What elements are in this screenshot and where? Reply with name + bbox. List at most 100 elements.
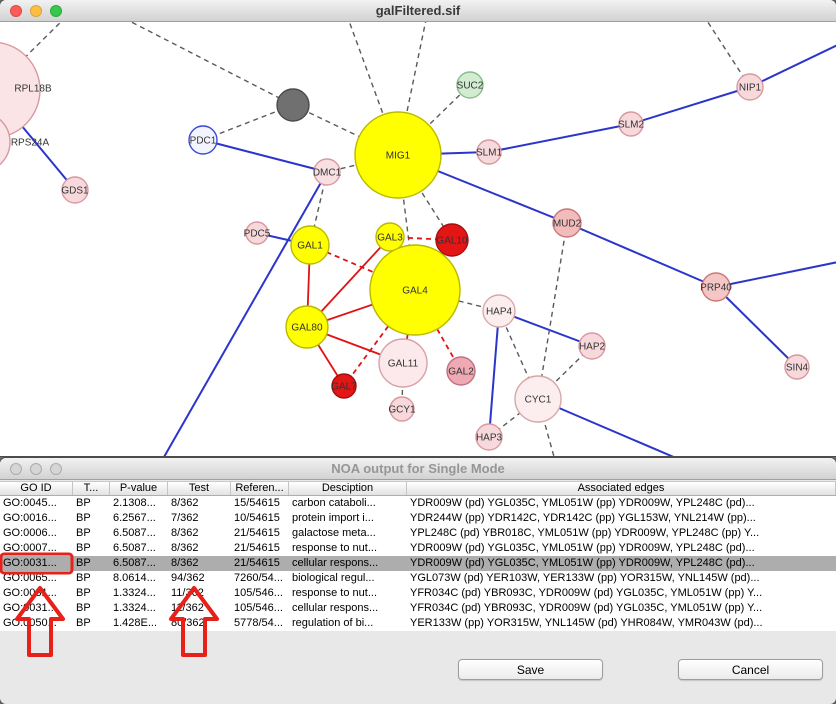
graph-edge-mud2-prp40[interactable] (567, 223, 716, 287)
table-row-3[interactable]: GO:0007...BP6.5087...8/36221/54615respon… (0, 541, 836, 556)
table-cell: 8/362 (168, 526, 231, 541)
graph-node-label-pdc1: PDC1 (190, 136, 217, 147)
table-cell: YDR009W (pd) YGL035C, YML051W (pp) YDR00… (407, 541, 836, 556)
table-cell: galactose meta... (289, 526, 407, 541)
table-cell: 21/54615 (231, 541, 289, 556)
graph-edge-hap4-hap3[interactable] (489, 311, 499, 437)
table-cell: BP (73, 541, 110, 556)
noa-results-table: GO IDT...P-valueTestReferen...Desciption… (0, 481, 836, 631)
table-cell: 2.1308... (110, 496, 168, 511)
table-cell: YFR034C (pd) YBR093C, YDR009W (pd) YGL03… (407, 601, 836, 616)
graph-edge-slm2-nip1[interactable] (631, 87, 750, 124)
graph-edge-t1-gray1[interactable] (108, 22, 293, 105)
table-cell: 7260/54... (231, 571, 289, 586)
graph-node-label-gal4: GAL4 (402, 286, 428, 297)
column-header-go-id[interactable]: GO ID (0, 482, 73, 495)
table-cell: BP (73, 571, 110, 586)
table-cell: 15/54615 (231, 496, 289, 511)
network-canvas[interactable]: RPL18BRPS24AGDS1PDC1DMC1MIG1SUC2SLM1SLM2… (0, 22, 836, 456)
table-cell: regulation of bi... (289, 616, 407, 631)
table-row-1[interactable]: GO:0016...BP6.2567...7/36210/54615protei… (0, 511, 836, 526)
table-cell: cellular respons... (289, 556, 407, 571)
noa-window-title: NOA output for Single Mode (0, 461, 836, 476)
table-cell: 80/362 (168, 616, 231, 631)
table-cell: GO:0045... (0, 496, 73, 511)
graph-node-label-mud2: MUD2 (553, 219, 582, 230)
graph-edge-prp40-r2a[interactable] (716, 260, 836, 287)
graph-node-label-gal80: GAL80 (291, 323, 323, 334)
table-cell: BP (73, 496, 110, 511)
graph-node-label-gal3: GAL3 (377, 233, 403, 244)
table-cell: 6.5087... (110, 556, 168, 571)
table-cell: cellular respons... (289, 601, 407, 616)
table-cell: 6.2567... (110, 511, 168, 526)
table-row-8[interactable]: GO:0050...BP1.428E...80/3625778/54...reg… (0, 616, 836, 631)
graph-node-label-pdc5: PDC5 (244, 229, 271, 240)
table-cell: 105/546... (231, 601, 289, 616)
column-header-test[interactable]: Test (168, 482, 231, 495)
table-cell: 21/54615 (231, 526, 289, 541)
table-cell: BP (73, 601, 110, 616)
graph-edge-slm1-slm2[interactable] (489, 124, 631, 152)
graph-node-label-gal1: GAL1 (297, 241, 323, 252)
graph-node-label-gcy1: GCY1 (388, 405, 416, 416)
column-header-t[interactable]: T... (73, 482, 110, 495)
network-graph[interactable]: RPL18BRPS24AGDS1PDC1DMC1MIG1SUC2SLM1SLM2… (0, 22, 836, 456)
graph-edge-prp40-sin4[interactable] (716, 287, 797, 367)
column-header-desciption[interactable]: Desciption (289, 482, 407, 495)
table-row-4[interactable]: GO:0031...BP6.5087...8/36221/54615cellul… (0, 556, 836, 571)
table-cell: 5778/54... (231, 616, 289, 631)
save-button[interactable]: Save (458, 659, 603, 680)
graph-node-label-prp40: PRP40 (700, 283, 732, 294)
graph-node-label-suc2: SUC2 (457, 81, 484, 92)
table-cell: 8/362 (168, 541, 231, 556)
table-cell: GO:0007... (0, 541, 73, 556)
table-row-6[interactable]: GO:0031...BP1.3324...11/362105/546...res… (0, 586, 836, 601)
graph-node-label-gal7: GAL7 (331, 382, 357, 393)
table-cell: YFR034C (pd) YBR093C, YDR009W (pd) YGL03… (407, 586, 836, 601)
network-window: galFiltered.sif RPL18BRPS24AGDS1PDC1DMC1… (0, 0, 836, 456)
table-cell: YDR244W (pp) YDR142C, YDR142C (pp) YGL15… (407, 511, 836, 526)
table-cell: BP (73, 616, 110, 631)
graph-edge-pdc1-dmc1[interactable] (203, 140, 327, 172)
table-cell: 1.428E... (110, 616, 168, 631)
cancel-button[interactable]: Cancel (678, 659, 823, 680)
table-row-2[interactable]: GO:0006...BP6.5087...8/36221/54615galact… (0, 526, 836, 541)
graph-edge-mud2-cyc1[interactable] (538, 223, 567, 399)
table-cell: GO:0006... (0, 526, 73, 541)
table-cell: 6.5087... (110, 526, 168, 541)
table-cell: GO:0031... (0, 556, 73, 571)
noa-window: NOA output for Single Mode GO IDT...P-va… (0, 458, 836, 704)
table-cell: BP (73, 586, 110, 601)
table-cell: 6.5087... (110, 541, 168, 556)
graph-edge-nip1-r1a[interactable] (750, 40, 836, 87)
graph-node-label-cyc1: CYC1 (525, 395, 552, 406)
graph-node-label-hap4: HAP4 (486, 307, 513, 318)
table-row-7[interactable]: GO:0031...BP1.3324...11/362105/546...cel… (0, 601, 836, 616)
network-window-titlebar: galFiltered.sif (0, 0, 836, 22)
column-header-p-value[interactable]: P-value (110, 482, 168, 495)
graph-edge-cyc1-b3[interactable] (538, 399, 690, 456)
table-cell: YER133W (pp) YOR315W, YNL145W (pd) YHR08… (407, 616, 836, 631)
graph-node-label-rps24a: RPS24A (11, 138, 50, 149)
table-header-row: GO IDT...P-valueTestReferen...Desciption… (0, 481, 836, 496)
graph-node-gray1[interactable] (277, 89, 309, 121)
table-cell: YPL248C (pd) YBR018C, YML051W (pp) YDR00… (407, 526, 836, 541)
table-cell: YGL073W (pd) YER103W, YER133W (pp) YOR31… (407, 571, 836, 586)
column-header-associated-edges[interactable]: Associated edges (407, 482, 836, 495)
table-row-5[interactable]: GO:0065...BP8.0614...94/3627260/54...bio… (0, 571, 836, 586)
network-window-title: galFiltered.sif (0, 3, 836, 18)
table-cell: BP (73, 556, 110, 571)
table-cell: protein import i... (289, 511, 407, 526)
graph-node-label-slm2: SLM2 (618, 120, 645, 131)
table-cell: 11/362 (168, 601, 231, 616)
table-cell: GO:0031... (0, 586, 73, 601)
column-header-referen[interactable]: Referen... (231, 482, 289, 495)
table-cell: GO:0065... (0, 571, 73, 586)
table-row-0[interactable]: GO:0045...BP2.1308...8/36215/54615carbon… (0, 496, 836, 511)
table-cell: 1.3324... (110, 601, 168, 616)
table-cell: 105/546... (231, 586, 289, 601)
table-cell: 7/362 (168, 511, 231, 526)
table-cell: BP (73, 526, 110, 541)
table-cell: 8/362 (168, 556, 231, 571)
